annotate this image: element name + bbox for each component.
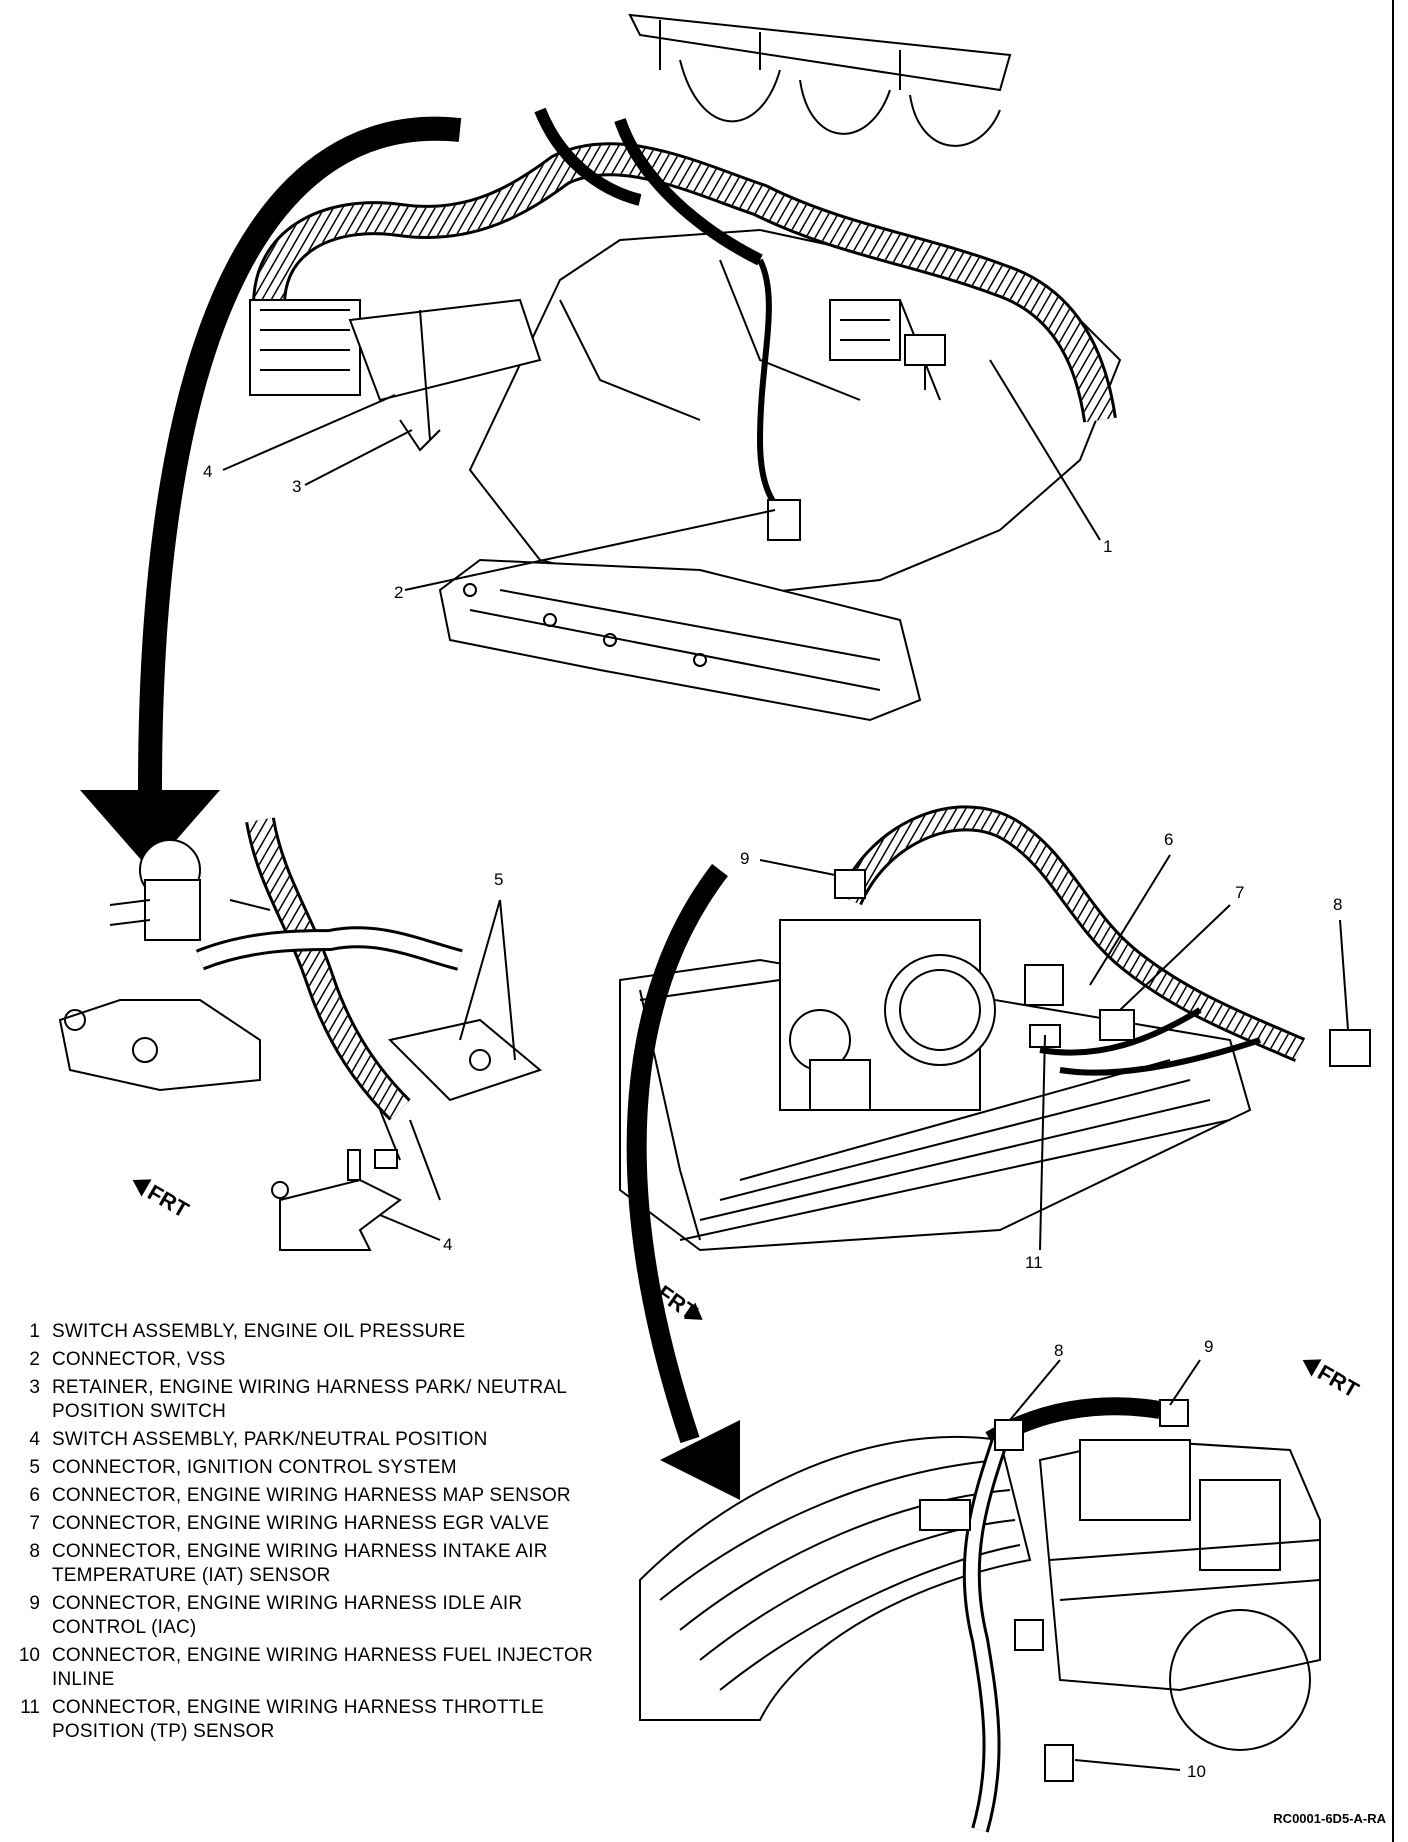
legend-description: CONNECTOR, ENGINE WIRING HARNESS MAP SEN… [52,1485,571,1506]
middle-right-view [619,805,1371,1252]
legend-number: 1 [29,1321,40,1342]
legend-item: 5 CONNECTOR, IGNITION CONTROL SYSTEM [8,1456,608,1480]
frt-label-left: FRT [144,1180,194,1223]
callout-11: 11 [1025,1253,1043,1272]
legend-item: 3 RETAINER, ENGINE WIRING HARNESS PARK/ N… [8,1376,608,1424]
legend-number: 8 [29,1541,40,1562]
callout-labels: 1 2 3 4 4 5 6 7 8 8 9 9 10 11 [203,462,1342,1781]
legend-description: SWITCH ASSEMBLY, ENGINE OIL PRESSURE [52,1321,466,1342]
callout-4-top: 4 [203,462,212,481]
legend-number: 9 [29,1593,40,1614]
callout-8-top: 8 [1333,895,1342,914]
legend-description: CONNECTOR, ENGINE WIRING HARNESS FUEL IN… [52,1645,593,1690]
callout-9-top: 9 [740,849,749,868]
legend-item: 11 CONNECTOR, ENGINE WIRING HARNESS THROT… [8,1696,608,1744]
legend-number: 3 [29,1377,40,1398]
frt-arrow-bottom: FRT [1302,1359,1364,1403]
legend-description: CONNECTOR, IGNITION CONTROL SYSTEM [52,1457,457,1478]
legend-description: SWITCH ASSEMBLY, PARK/NEUTRAL POSITION [52,1429,488,1450]
middle-left-view [58,817,543,1251]
legend-description: RETAINER, ENGINE WIRING HARNESS PARK/ NE… [52,1377,567,1422]
callout-9-bottom: 9 [1204,1337,1213,1356]
legend-number: 4 [29,1429,40,1450]
callout-3: 3 [292,477,301,496]
callout-10: 10 [1187,1762,1206,1781]
legend-description: CONNECTOR, ENGINE WIRING HARNESS IDLE AI… [52,1593,523,1638]
middle-left-leaders [379,899,516,1241]
figure-code: RC0001-6D5-A-RA [1273,1811,1386,1826]
legend-description: CONNECTOR, VSS [52,1349,226,1370]
top-leader-lines [222,359,1101,591]
legend-item: 9 CONNECTOR, ENGINE WIRING HARNESS IDLE A… [8,1592,608,1640]
legend-number: 11 [20,1697,40,1718]
view-transition-arrow-bottom [626,863,740,1500]
callout-5: 5 [494,870,503,889]
legend-item: 4 SWITCH ASSEMBLY, PARK/NEUTRAL POSITION [8,1428,608,1452]
top-engine-view [249,13,1122,722]
right-border-line [1392,0,1394,1842]
legend-number: 2 [29,1349,40,1370]
legend-number: 7 [29,1513,40,1534]
view-transition-arrow-top [80,116,462,870]
callout-7: 7 [1235,883,1244,902]
legend-description: CONNECTOR, ENGINE WIRING HARNESS THROTTL… [52,1697,545,1742]
legend-item: 7 CONNECTOR, ENGINE WIRING HARNESS EGR VA… [8,1512,608,1536]
legend-number: 5 [29,1457,40,1478]
frt-arrow-left: FRT [132,1179,194,1223]
callout-2: 2 [394,583,403,602]
frt-label-bottom: FRT [1314,1360,1364,1403]
legend-item: 10 CONNECTOR, ENGINE WIRING HARNESS FUEL … [8,1644,608,1692]
callout-1: 1 [1103,537,1112,556]
legend-number: 10 [18,1645,40,1666]
legend-description: CONNECTOR, ENGINE WIRING HARNESS INTAKE … [52,1541,548,1586]
legend-number: 6 [29,1485,40,1506]
callout-8-bottom: 8 [1054,1341,1063,1360]
legend-item: 2 CONNECTOR, VSS [8,1348,608,1372]
legend-description: CONNECTOR, ENGINE WIRING HARNESS EGR VAL… [52,1513,550,1534]
callout-4-bottom: 4 [443,1235,452,1254]
bottom-right-leaders [1009,1359,1201,1771]
callout-6: 6 [1164,830,1173,849]
legend-item: 6 CONNECTOR, ENGINE WIRING HARNESS MAP SE… [8,1484,608,1508]
bottom-right-view [639,1397,1321,1833]
legend-item: 8 CONNECTOR, ENGINE WIRING HARNESS INTAKE… [8,1540,608,1588]
middle-right-leaders [759,854,1349,1251]
legend-item: 1 SWITCH ASSEMBLY, ENGINE OIL PRESSURE [8,1320,608,1344]
